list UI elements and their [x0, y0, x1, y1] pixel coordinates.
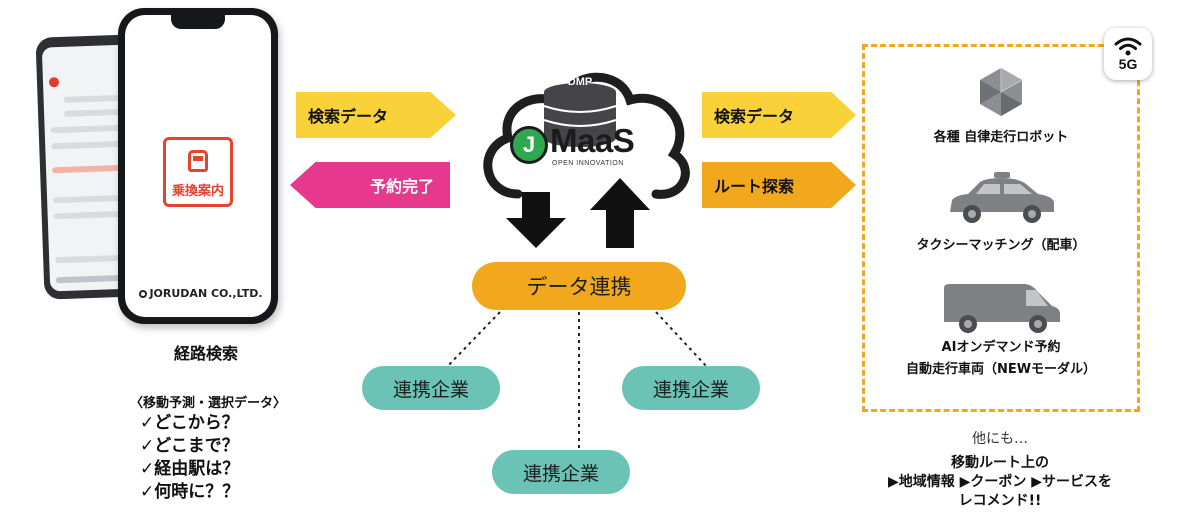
- cloud-outline: [483, 72, 690, 199]
- cloud-diagram: [483, 72, 690, 248]
- data-link-node: データ連携: [472, 262, 686, 310]
- movement-data-title: 〈移動予測・選択データ〉: [129, 396, 286, 411]
- phone-screen: 乗換案内 JORUDAN CO.,LTD.: [125, 15, 271, 317]
- company-logo: JORUDAN CO.,LTD.: [131, 287, 271, 300]
- ai-ondemand-label: AIオンデマンド予約: [941, 340, 1061, 355]
- company-name: JORUDAN CO.,LTD.: [149, 287, 263, 300]
- route-search-title: 経路検索: [173, 344, 238, 363]
- partner-node: 連携企業: [362, 366, 500, 410]
- train-icon: [188, 150, 208, 172]
- check-item: ✓経由駅は？: [140, 459, 240, 479]
- arrow-label: ルート探索: [714, 177, 795, 196]
- 5g-badge: 5G: [1104, 28, 1152, 80]
- search-data-arrow-right: 検索データ: [702, 92, 856, 138]
- check-item: ✓何時に？？: [140, 482, 240, 502]
- norikae-app-icon[interactable]: 乗換案内: [163, 137, 233, 207]
- jmaas-logo: J MaaS OPEN INNOVATION: [510, 122, 660, 172]
- taxi-label: タクシーマッチング（配車）: [916, 238, 1086, 253]
- arrow-label: 検索データ: [308, 107, 389, 126]
- connector-right: [655, 311, 709, 369]
- phone-front: 乗換案内 JORUDAN CO.,LTD.: [118, 8, 278, 324]
- arrow-label: 予約完了: [369, 177, 434, 196]
- app-label: 乗換案内: [171, 184, 224, 199]
- arrow-label: 検索データ: [714, 107, 795, 126]
- recommend-line: レコメンド!!: [958, 493, 1042, 509]
- logo-mark-icon: [139, 290, 148, 298]
- reservation-done-arrow: 予約完了: [290, 162, 450, 208]
- autonomous-vehicle-label: 自動走行車両（NEWモーダル）: [905, 362, 1097, 377]
- other-text: 他にも…: [972, 431, 1028, 447]
- check-item: ✓どこまで？: [140, 436, 239, 456]
- mobility-services-box: [862, 44, 1140, 412]
- j-letter: J: [510, 126, 548, 164]
- down-arrow-icon: [506, 192, 566, 248]
- checklist: ✓どこから？ ✓どこまで？ ✓経由駅は？ ✓何時に？？: [140, 412, 300, 504]
- taxi-icon: [950, 172, 1054, 223]
- check-item: ✓どこから？: [140, 413, 239, 433]
- recommend-text: 移動ルート上の ▶地域情報 ▶クーポン ▶サービスを レコメンド!!: [822, 454, 1178, 511]
- recommend-line: ▶地域情報 ▶クーポン ▶サービスを: [887, 474, 1113, 490]
- partner-node: 連携企業: [492, 450, 630, 494]
- van-icon: [944, 284, 1060, 333]
- 5g-label: 5G: [1118, 56, 1138, 72]
- phone-notch: [171, 15, 225, 29]
- up-arrow-icon: [590, 178, 650, 248]
- dmp-database-icon: [543, 83, 617, 147]
- maas-name: MaaS: [550, 122, 635, 159]
- dmp-label: DMP: [567, 76, 593, 88]
- connector-left: [443, 311, 501, 371]
- partner-node: 連携企業: [622, 366, 760, 410]
- recommend-line: 移動ルート上の: [951, 455, 1049, 471]
- maas-subtitle: OPEN INNOVATION: [552, 160, 624, 167]
- route-explore-arrow: ルート探索: [702, 162, 856, 208]
- wifi-icon: [1114, 37, 1142, 56]
- robot-label: 各種 自律走行ロボット: [933, 130, 1069, 145]
- dmp-label-wrap: DMP: [545, 50, 615, 100]
- robot-icon: [980, 68, 1023, 116]
- search-data-arrow-left: 検索データ: [296, 92, 456, 138]
